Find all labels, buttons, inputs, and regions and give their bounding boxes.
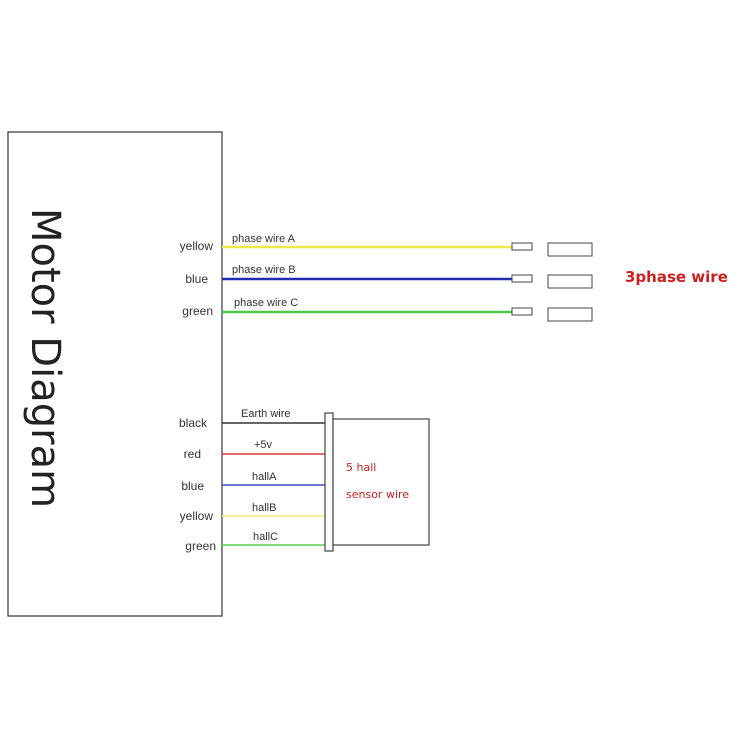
hall-wire-label: hallB xyxy=(252,502,276,514)
hall-wire-b: yellow hallB xyxy=(180,502,325,523)
phase-color-label: blue xyxy=(185,272,208,286)
motor-title: Motor Diagram xyxy=(22,208,68,508)
hall-sensor-label-line2: sensor wire xyxy=(346,488,409,501)
hall-color-label: yellow xyxy=(180,509,214,523)
hall-wire-label: hallC xyxy=(253,531,278,543)
hall-color-label: green xyxy=(185,539,216,553)
phase-color-label: green xyxy=(182,304,213,318)
connector-pin xyxy=(511,307,533,316)
hall-wire-a: blue hallA xyxy=(181,471,325,493)
hall-wire-label: hallA xyxy=(252,471,277,483)
phase-wire-label: phase wire A xyxy=(232,233,296,245)
connector-pin xyxy=(511,242,533,251)
phase-wire-a: yellow phase wire A xyxy=(180,233,593,257)
hall-wire-label: +5v xyxy=(254,439,273,451)
hall-wire-group: black Earth wire red +5v blue hallA yell… xyxy=(179,408,430,553)
connector-terminal xyxy=(547,274,593,289)
connector-pin xyxy=(511,274,533,283)
connector-terminal xyxy=(547,307,593,322)
motor-box xyxy=(7,131,223,617)
phase-wire-label: phase wire B xyxy=(232,264,296,276)
phase-wire-b: blue phase wire B xyxy=(185,264,593,289)
hall-wire-earth: black Earth wire xyxy=(179,408,325,430)
hall-color-label: red xyxy=(184,447,201,461)
hall-connector-housing xyxy=(332,418,430,546)
phase-wire-c: green phase wire C xyxy=(182,297,593,322)
hall-wire-c: green hallC xyxy=(185,531,325,553)
hall-connector-bar xyxy=(324,412,334,552)
connector-terminal xyxy=(547,242,593,257)
phase-wire-label: phase wire C xyxy=(234,297,298,309)
hall-color-label: black xyxy=(179,416,208,430)
hall-wire-5v: red +5v xyxy=(184,439,325,461)
hall-color-label: blue xyxy=(181,479,204,493)
phase-wire-group: yellow phase wire A blue phase wire B gr… xyxy=(180,233,728,322)
hall-sensor-label-line1: 5 hall xyxy=(346,461,376,474)
three-phase-label: 3phase wire xyxy=(625,268,728,286)
hall-wire-label: Earth wire xyxy=(241,408,291,420)
phase-color-label: yellow xyxy=(180,239,214,253)
